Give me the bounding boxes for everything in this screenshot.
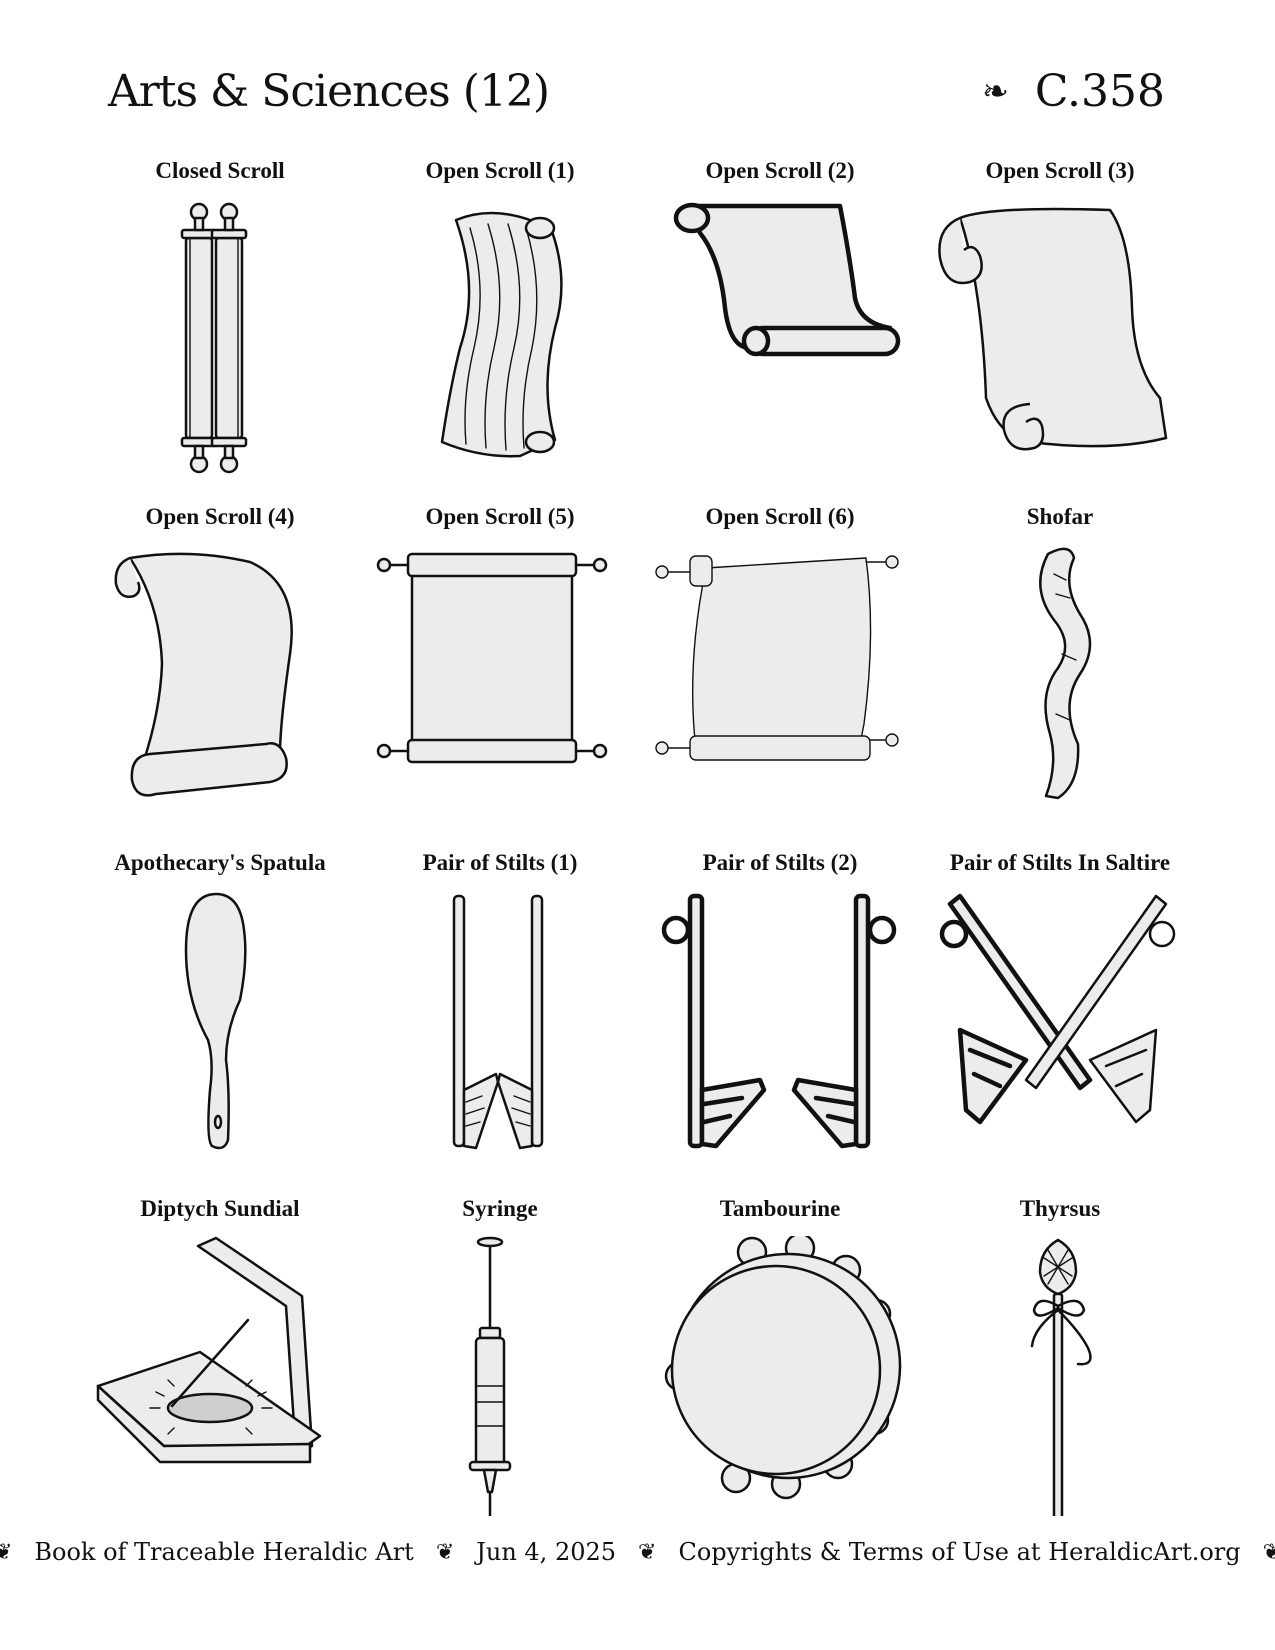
charge-apothecary-spatula[interactable]: Apothecary's Spatula (80, 850, 360, 1196)
stilts-in-saltire-icon (939, 893, 1176, 1125)
charge-pair-of-stilts-1[interactable]: Pair of Stilts (1) (360, 850, 640, 1196)
charge-open-scroll-1[interactable]: Open Scroll (1) (360, 158, 640, 504)
open-scroll-icon (114, 552, 293, 797)
stilts-icon (661, 893, 897, 1149)
charge-label: Open Scroll (5) (425, 504, 575, 529)
charge-open-scroll-6[interactable]: Open Scroll (6) (640, 504, 920, 850)
syringe-icon (468, 1236, 512, 1516)
charge-open-scroll-2[interactable]: Open Scroll (2) (640, 158, 920, 504)
charge-label: Pair of Stilts (2) (702, 850, 858, 875)
charge-row: Apothecary's Spatula Pair of Stilts (1) … (80, 850, 1200, 1196)
charge-pair-of-stilts-in-saltire[interactable]: Pair of Stilts In Saltire (920, 850, 1200, 1196)
shofar-icon (1039, 547, 1092, 800)
open-scroll-icon (938, 207, 1168, 451)
fleuron-icon: ❦ (1262, 1539, 1275, 1565)
charge-label: Thyrsus (1019, 1196, 1101, 1221)
charge-open-scroll-3[interactable]: Open Scroll (3) (920, 158, 1200, 504)
open-scroll-icon (440, 211, 563, 458)
fleuron-icon: ❧ (982, 72, 1009, 110)
charge-diptych-sundial[interactable]: Diptych Sundial (80, 1196, 360, 1542)
charge-label: Open Scroll (3) (985, 158, 1135, 183)
thyrsus-icon (1030, 1238, 1092, 1516)
charge-row: Open Scroll (4) Open Scroll (5) Open Scr… (80, 504, 1200, 850)
charge-syringe[interactable]: Syringe (360, 1196, 640, 1542)
charge-shofar[interactable]: Shofar (920, 504, 1200, 850)
charge-label: Open Scroll (6) (705, 504, 855, 529)
open-scroll-icon (376, 552, 608, 764)
footer-copyright[interactable]: Copyrights & Terms of Use at HeraldicArt… (678, 1538, 1241, 1566)
charge-label: Pair of Stilts (1) (422, 850, 578, 875)
charge-grid: Closed Scroll Open Scroll (1) (80, 158, 1200, 1542)
charge-label: Apothecary's Spatula (114, 850, 326, 875)
footer: ❦ Book of Traceable Heraldic Art ❦ Jun 4… (0, 1538, 1275, 1566)
charge-label: Diptych Sundial (140, 1196, 300, 1221)
fleuron-icon: ❦ (0, 1539, 13, 1565)
charge-thyrsus[interactable]: Thyrsus (920, 1196, 1200, 1542)
page-title: Arts & Sciences (12) (108, 66, 550, 117)
fleuron-icon: ❦ (638, 1539, 657, 1565)
tambourine-icon (664, 1236, 902, 1500)
charge-pair-of-stilts-2[interactable]: Pair of Stilts (2) (640, 850, 920, 1196)
closed-scroll-icon (180, 202, 248, 474)
open-scroll-icon (673, 202, 901, 357)
fleuron-icon: ❦ (435, 1539, 455, 1565)
charge-label: Open Scroll (1) (425, 158, 575, 183)
charge-row: Diptych Sundial Syringe (80, 1196, 1200, 1542)
charge-label: Shofar (1026, 504, 1094, 529)
charge-open-scroll-4[interactable]: Open Scroll (4) (80, 504, 360, 850)
open-scroll-icon (655, 555, 899, 761)
charge-tambourine[interactable]: Tambourine (640, 1196, 920, 1542)
spatula-icon (184, 892, 247, 1150)
charge-label: Closed Scroll (155, 158, 285, 183)
charge-closed-scroll[interactable]: Closed Scroll (80, 158, 360, 504)
charge-open-scroll-5[interactable]: Open Scroll (5) (360, 504, 640, 850)
charge-label: Syringe (462, 1196, 538, 1221)
sundial-icon (96, 1236, 322, 1464)
plate-number: C.358 (1034, 66, 1165, 117)
charge-label: Open Scroll (4) (145, 504, 295, 529)
charge-row: Closed Scroll Open Scroll (1) (80, 158, 1200, 504)
charge-label: Tambourine (719, 1196, 841, 1221)
charge-label: Pair of Stilts In Saltire (949, 850, 1171, 875)
footer-date: Jun 4, 2025 (476, 1538, 617, 1566)
footer-book-title: Book of Traceable Heraldic Art (34, 1538, 414, 1566)
charge-label: Open Scroll (2) (705, 158, 855, 183)
page-code: ❧ C.358 (982, 66, 1165, 117)
stilts-icon (452, 894, 544, 1150)
